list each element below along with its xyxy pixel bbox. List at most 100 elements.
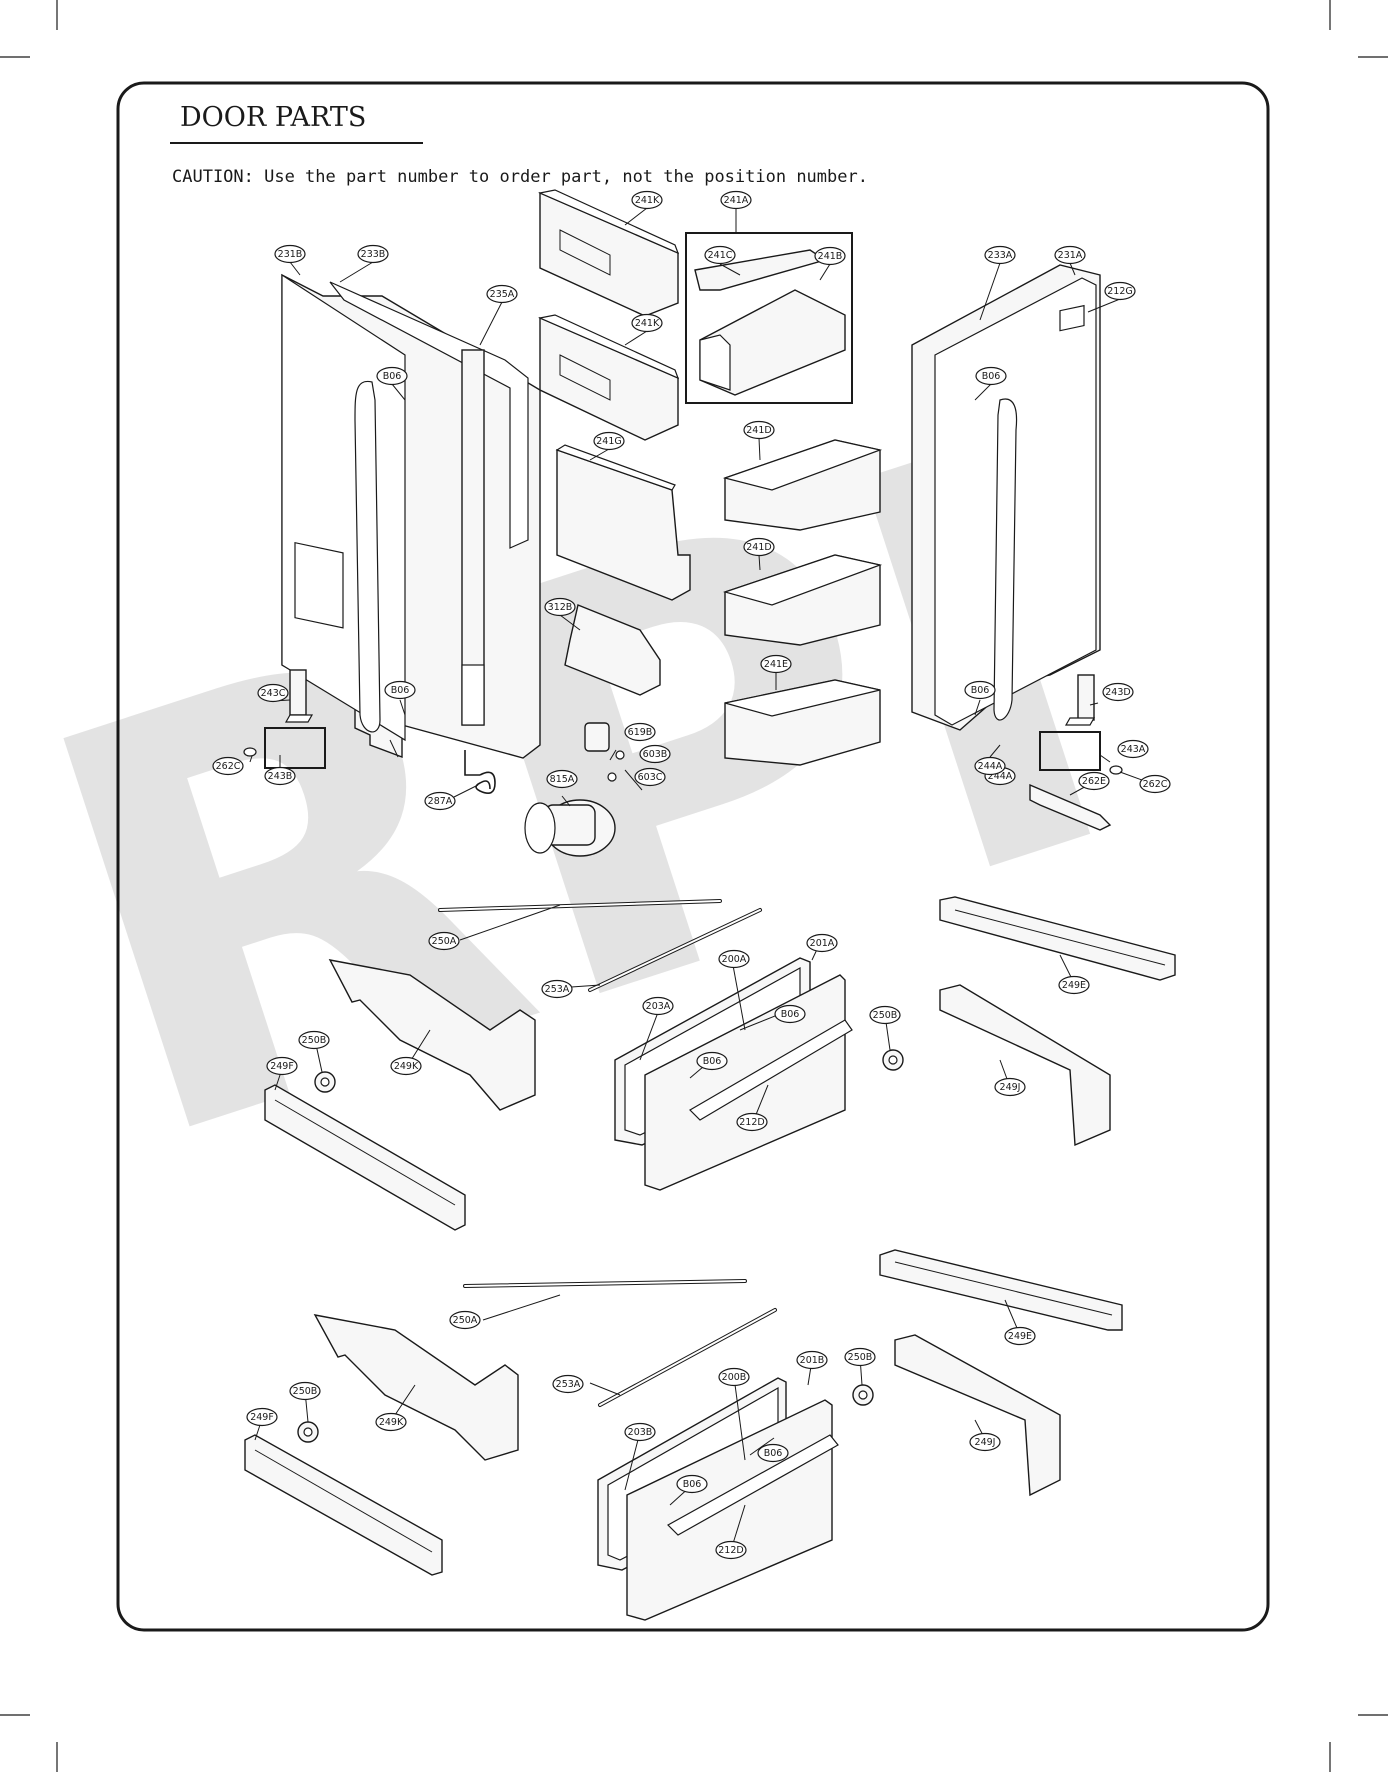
callout-b06: B06: [975, 366, 1007, 386]
svg-text:249F: 249F: [270, 1061, 294, 1072]
callout-603b: 603B: [639, 744, 671, 764]
svg-text:815A: 815A: [550, 774, 575, 785]
door-bin-241d-upper: [722, 439, 883, 531]
callout-250a: 250A: [449, 1310, 481, 1330]
svg-text:231A: 231A: [1058, 250, 1083, 261]
bracket-249k-lower: [313, 1314, 519, 1461]
svg-text:603C: 603C: [638, 772, 663, 783]
rod-250a-upper: [438, 899, 722, 912]
svg-text:241K: 241K: [635, 318, 660, 329]
callout-212g: 212G: [1104, 281, 1136, 301]
callout-b06: B06: [384, 680, 416, 700]
motor-815a: [524, 799, 616, 857]
svg-text:241B: 241B: [818, 251, 843, 262]
callout-235a: 235A: [486, 284, 518, 304]
callout-243a: 243A: [1117, 739, 1149, 759]
door-bin-241d-lower: [722, 554, 883, 646]
door-bin-241k-top: [538, 189, 680, 317]
door-bin-241e: [724, 679, 881, 766]
svg-text:200A: 200A: [722, 954, 747, 965]
page-title: DOOR PARTS: [180, 102, 366, 133]
svg-text:250B: 250B: [302, 1035, 327, 1046]
svg-text:287A: 287A: [428, 796, 453, 807]
callout-241b: 241B: [814, 246, 846, 266]
callout-253a: 253A: [541, 979, 573, 999]
callout-233a: 233A: [984, 245, 1016, 265]
callout-287a: 287A: [424, 791, 456, 811]
callout-243d: 243D: [1102, 682, 1134, 702]
bracket-249j-lower: [894, 1334, 1061, 1497]
callout-b06: B06: [757, 1443, 789, 1463]
svg-text:249E: 249E: [1062, 980, 1086, 991]
caution-note: CAUTION: Use the part number to order pa…: [172, 167, 868, 187]
callout-b06: B06: [696, 1051, 728, 1071]
gear-250b-left-upper: [314, 1071, 336, 1093]
svg-text:241D: 241D: [746, 425, 771, 436]
svg-text:B06: B06: [703, 1056, 722, 1067]
callout-212d: 212D: [736, 1112, 768, 1132]
bracket-249j-upper: [939, 984, 1111, 1147]
svg-text:249K: 249K: [394, 1061, 419, 1072]
svg-text:233A: 233A: [988, 250, 1013, 261]
rail-249e-lower: [879, 1249, 1123, 1331]
svg-text:243A: 243A: [1121, 744, 1146, 755]
callout-250b: 250B: [298, 1030, 330, 1050]
svg-text:B06: B06: [383, 371, 402, 382]
svg-text:235A: 235A: [490, 289, 515, 300]
bracket-249k-upper: [328, 959, 536, 1111]
callout-b06: B06: [774, 1004, 806, 1024]
svg-text:249J: 249J: [1000, 1082, 1021, 1093]
callout-233b: 233B: [357, 244, 389, 264]
svg-text:241K: 241K: [635, 195, 660, 206]
callout-203a: 203A: [642, 996, 674, 1016]
svg-text:253A: 253A: [545, 984, 570, 995]
rod-253a-lower: [598, 1308, 777, 1407]
callout-250a: 250A: [428, 931, 460, 951]
svg-text:241E: 241E: [764, 659, 788, 670]
svg-text:603B: 603B: [643, 749, 668, 760]
bracket-312b: [564, 604, 661, 696]
callout-201b: 201B: [796, 1350, 828, 1370]
svg-text:B06: B06: [982, 371, 1001, 382]
rail-249f-upper: [264, 1084, 466, 1231]
svg-text:262C: 262C: [216, 761, 241, 772]
svg-text:231B: 231B: [278, 249, 303, 260]
svg-text:212D: 212D: [739, 1117, 764, 1128]
door-panel-241g: [555, 444, 691, 601]
svg-text:249J: 249J: [975, 1437, 996, 1448]
hinge-parts-left: [243, 669, 326, 769]
svg-text:201B: 201B: [800, 1355, 825, 1366]
callout-212d: 212D: [715, 1540, 747, 1560]
callout-253a: 253A: [552, 1374, 584, 1394]
svg-text:B06: B06: [683, 1479, 702, 1490]
callout-312b: 312B: [544, 597, 576, 617]
svg-text:312B: 312B: [548, 602, 573, 613]
svg-text:241G: 241G: [596, 436, 622, 447]
rail-249f-lower: [244, 1434, 443, 1576]
svg-text:B06: B06: [781, 1009, 800, 1020]
callout-262c: 262C: [212, 756, 244, 776]
gear-250b-right-upper: [882, 1049, 904, 1071]
svg-text:619B: 619B: [628, 727, 653, 738]
svg-text:262E: 262E: [1082, 776, 1106, 787]
callout-815a: 815A: [546, 769, 578, 789]
svg-text:244A: 244A: [988, 771, 1013, 782]
svg-text:212G: 212G: [1107, 286, 1133, 297]
callout-250b: 250B: [869, 1005, 901, 1025]
door-bin-241k-second: [538, 314, 680, 441]
rail-249e-upper: [939, 896, 1176, 981]
callout-231a: 231A: [1054, 245, 1086, 265]
callout-231b: 231B: [274, 244, 306, 264]
freezer-door-lower: [597, 1377, 839, 1621]
callout-249k: 249K: [390, 1056, 422, 1076]
svg-text:201A: 201A: [810, 938, 835, 949]
svg-text:B06: B06: [971, 685, 990, 696]
callout-b06: B06: [376, 366, 408, 386]
callout-249j: 249J: [994, 1077, 1026, 1097]
right-door-assembly: [911, 264, 1101, 731]
callout-249f: 249F: [246, 1407, 278, 1427]
svg-text:243D: 243D: [1105, 687, 1130, 698]
